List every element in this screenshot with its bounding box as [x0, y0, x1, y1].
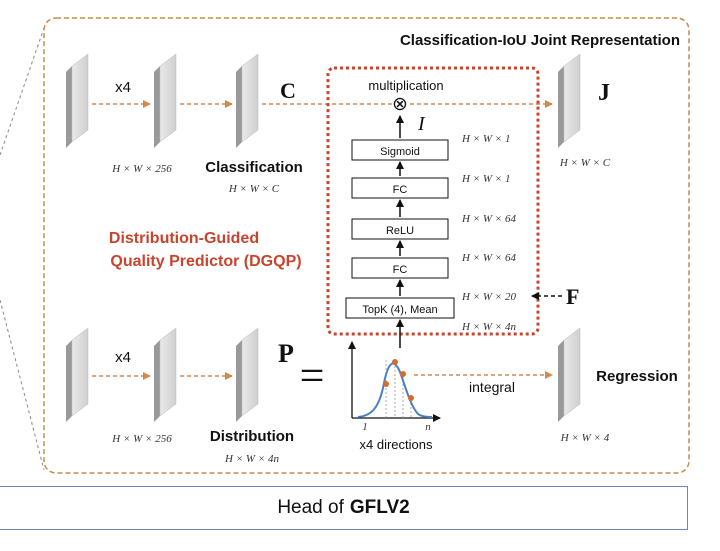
dgqp-label-line1: Distribution-Guided — [109, 230, 259, 247]
joint-symbol: J — [598, 80, 610, 106]
layer-relu: ReLU — [351, 218, 449, 240]
svg-text:TopK (4), Mean: TopK (4), Mean — [362, 304, 437, 316]
layer-fc-bottom: FC — [351, 257, 449, 279]
panel-title: Classification-IoU Joint Representation — [400, 32, 680, 49]
dim-sigmoid: H × W × 1 — [461, 133, 510, 145]
cls-dim-out: H × W × C — [228, 183, 280, 195]
plot-x-start: 1 — [362, 421, 368, 433]
layer-topk-mean: TopK (4), Mean — [345, 297, 455, 319]
distribution-plot — [348, 341, 441, 422]
dim-fc-bottom: H × W × 64 — [461, 252, 516, 264]
dgqp-label-line2: Quality Predictor (DGQP) — [110, 253, 301, 270]
cls-slab-3 — [236, 53, 259, 148]
regression-slab — [558, 327, 581, 422]
multiplication-label: multiplication — [368, 78, 443, 93]
dim-relu: H × W × 64 — [461, 213, 516, 225]
side-connector-line — [0, 27, 45, 156]
caption-box: Head of GFLV2 — [0, 486, 688, 530]
outer-panel-border — [43, 17, 690, 474]
dim-input: H × W × 4n — [461, 321, 516, 333]
cls-repeat-label: x4 — [115, 79, 131, 96]
iou-symbol: I — [417, 113, 426, 135]
cls-name: Classification — [205, 159, 303, 176]
dim-topk: H × W × 20 — [461, 291, 516, 303]
caption-bold: GFLV2 — [349, 497, 410, 518]
plot-x-end: n — [425, 421, 431, 433]
svg-text:ReLU: ReLU — [386, 225, 414, 237]
joint-slab — [558, 53, 581, 148]
dgqp-border — [326, 66, 540, 336]
svg-text:Sigmoid: Sigmoid — [380, 146, 420, 158]
regression-dim: H × W × 4 — [560, 432, 610, 444]
reg-name: Distribution — [210, 428, 294, 445]
plot-caption: x4 directions — [360, 437, 433, 452]
caption-prefix: Head of — [277, 497, 344, 518]
regression-name: Regression — [596, 368, 678, 385]
cls-slab-1 — [66, 53, 89, 148]
reg-slab-3 — [236, 327, 259, 422]
svg-text:FC: FC — [393, 184, 408, 196]
cls-slab-2 — [154, 53, 177, 148]
svg-text:FC: FC — [393, 264, 408, 276]
joint-dim: H × W × C — [559, 157, 611, 169]
reg-symbol: P — [278, 339, 294, 368]
equals-sign: = — [300, 351, 325, 400]
layer-fc-top: FC — [351, 177, 449, 199]
feature-symbol: F — [566, 284, 579, 309]
cls-symbol: C — [280, 78, 296, 103]
layer-sigmoid: Sigmoid — [351, 139, 449, 161]
side-connector-line — [0, 299, 45, 471]
cls-dim-in: H × W × 256 — [111, 163, 172, 175]
reg-slab-2 — [154, 327, 177, 422]
dim-fc-top: H × W × 1 — [461, 173, 510, 185]
reg-slab-1 — [66, 327, 89, 422]
multiplication-icon: ⊗ — [392, 94, 408, 115]
integral-label: integral — [469, 379, 515, 395]
reg-repeat-label: x4 — [115, 349, 131, 366]
reg-dim-in: H × W × 256 — [111, 433, 172, 445]
reg-dim-out: H × W × 4n — [224, 453, 279, 465]
